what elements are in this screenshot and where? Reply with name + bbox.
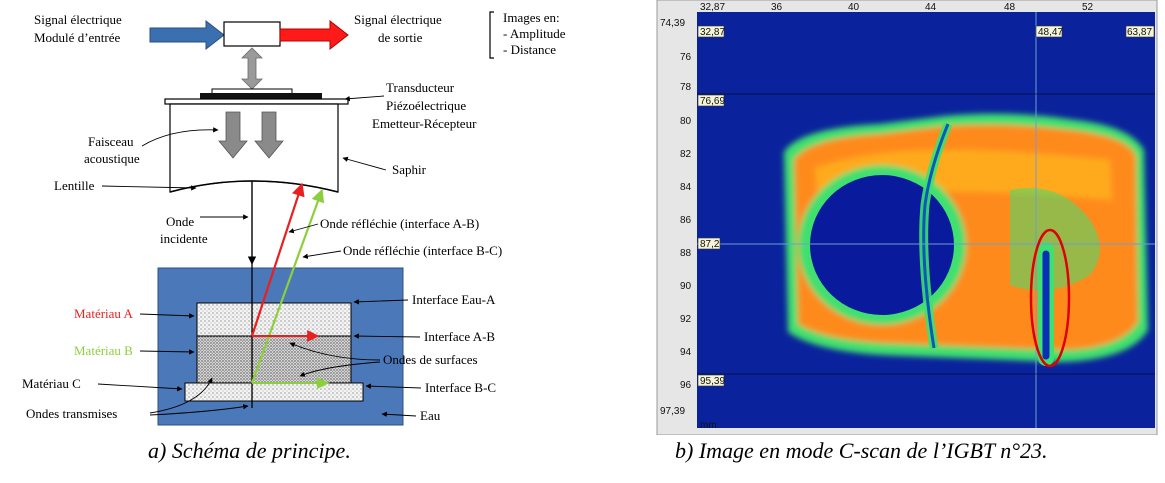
svg-text:Piézoélectrique: Piézoélectrique [386, 98, 466, 113]
reflected-wave-ab-ray [250, 182, 305, 337]
svg-text:87,2: 87,2 [700, 239, 720, 250]
caption-schematic: a) Schéma de principe. [148, 438, 351, 463]
material-b-pointer [139, 349, 195, 355]
interface-ab-label: Interface A-B [424, 329, 495, 344]
images-note: Images en: - Amplitude - Distance [503, 10, 566, 57]
lens-label: Lentille [54, 178, 95, 193]
input-signal-arrow [149, 19, 225, 51]
svg-text:74,39: 74,39 [660, 18, 685, 29]
svg-text:86: 86 [680, 215, 692, 226]
svg-text:90: 90 [680, 281, 692, 292]
interface-water-a-pointer [353, 299, 409, 305]
reflected-ab-label: Onde réfléchie (interface A-B) [320, 216, 479, 231]
svg-text:Transducteur: Transducteur [386, 80, 455, 95]
acoustic-microscopy-schematic: Signal électrique Modulé d’entrée Signal… [22, 10, 566, 426]
material-a-layer [196, 302, 352, 337]
svg-text:44: 44 [925, 2, 937, 13]
beam-arrow-left [218, 111, 248, 159]
images-bracket [489, 11, 494, 59]
svg-text:48: 48 [1004, 2, 1016, 13]
transducer-pointer [344, 95, 385, 102]
beam-label: Faisceau acoustique [84, 134, 140, 166]
svg-text:- Amplitude: - Amplitude [503, 26, 566, 41]
material-c-pointer [97, 383, 183, 392]
svg-text:32,87: 32,87 [700, 2, 725, 13]
svg-text:97,39: 97,39 [660, 406, 685, 417]
svg-text:52: 52 [1082, 2, 1094, 13]
input-signal-label: Signal électrique Modulé d’entrée [34, 12, 122, 45]
svg-text:84: 84 [680, 182, 692, 193]
water-label: Eau [420, 408, 441, 423]
reflected-bc-label: Onde réfléchie (interface B-C) [343, 243, 502, 258]
interface-water-a-label: Interface Eau-A [412, 292, 496, 307]
interface-bc-label: Interface B-C [425, 380, 496, 395]
interface-ab-pointer [353, 333, 421, 339]
reflected-bc-pointer [302, 250, 342, 259]
svg-text:Images en:: Images en: [503, 10, 560, 25]
reflected-ab-pointer [288, 223, 319, 234]
transmitted-waves-label: Ondes transmises [26, 406, 117, 421]
svg-text:Onde: Onde [166, 214, 194, 229]
cursor-label-boxes: 32,87 48,47 63,87 76,69 87,2 95,39 [697, 25, 1155, 387]
material-a-label: Matériau A [74, 306, 133, 321]
defect-marker-ellipse [1029, 228, 1071, 368]
surface-waves-pointer-2 [299, 361, 381, 377]
svg-text:95,39: 95,39 [700, 376, 725, 387]
transmitted-pointer-2 [149, 404, 249, 416]
svg-text:88: 88 [680, 248, 692, 259]
svg-text:incidente: incidente [160, 231, 208, 246]
c-scan-heatmap [697, 12, 1155, 428]
c-scan-image: 32,87 36 40 44 48 52 mm 74,39 76 78 80 8… [656, 0, 1158, 435]
water-pointer [381, 411, 417, 417]
svg-text:36: 36 [771, 2, 783, 13]
void-circle [810, 175, 954, 315]
transmitted-pointer-1 [149, 377, 213, 414]
beam-arrow-right [254, 111, 284, 159]
svg-text:48,47: 48,47 [1038, 27, 1063, 38]
sapphire-pointer [342, 156, 387, 171]
svg-text:76,69: 76,69 [700, 96, 725, 107]
material-b-label: Matériau B [74, 343, 133, 358]
svg-text:mm: mm [700, 420, 717, 431]
incident-wave-label: Onde incidente [160, 214, 208, 246]
caption-c-scan: b) Image en mode C-scan de l’IGBT n°23. [675, 438, 1048, 463]
output-signal-arrow [279, 19, 349, 51]
material-a-pointer [139, 313, 195, 319]
interface-bc-pointer [365, 383, 422, 389]
svg-text:32,87: 32,87 [700, 27, 725, 38]
reflected-wave-bc-ray [250, 188, 325, 384]
modulator-box [223, 21, 281, 47]
c-scan-left-axis: 74,39 76 78 80 82 84 86 88 90 92 94 96 9… [660, 18, 717, 431]
sapphire-label: Saphir [392, 162, 427, 177]
svg-text:acoustique: acoustique [84, 151, 140, 166]
output-signal-label: Signal électrique de sortie [354, 12, 442, 45]
svg-text:Modulé d’entrée: Modulé d’entrée [34, 30, 121, 45]
material-b-layer [196, 335, 352, 384]
svg-text:Signal électrique: Signal électrique [34, 12, 122, 27]
svg-text:Emetteur-Récepteur: Emetteur-Récepteur [372, 116, 477, 131]
svg-text:40: 40 [848, 2, 860, 13]
svg-text:76: 76 [680, 52, 692, 63]
surface-waves-pointer-1 [289, 342, 381, 361]
lens-pointer [101, 185, 197, 191]
surface-waves-label: Ondes de surfaces [383, 352, 478, 367]
svg-text:de sortie: de sortie [378, 30, 423, 45]
svg-text:Signal électrique: Signal électrique [354, 12, 442, 27]
svg-text:92: 92 [680, 314, 692, 325]
svg-text:63,87: 63,87 [1127, 27, 1152, 38]
svg-text:80: 80 [680, 116, 692, 127]
svg-text:Faisceau: Faisceau [88, 134, 134, 149]
beam-pointer [141, 127, 219, 147]
svg-text:78: 78 [680, 82, 692, 93]
crack-diagonal-core [922, 123, 950, 349]
transducer-label: Transducteur Piézoélectrique Emetteur-Ré… [372, 80, 477, 131]
material-c-label: Matériau C [22, 376, 81, 391]
transducer-element [200, 93, 322, 99]
svg-text:- Distance: - Distance [503, 42, 556, 57]
svg-text:96: 96 [680, 380, 692, 391]
svg-text:94: 94 [680, 347, 692, 358]
svg-text:82: 82 [680, 149, 692, 160]
